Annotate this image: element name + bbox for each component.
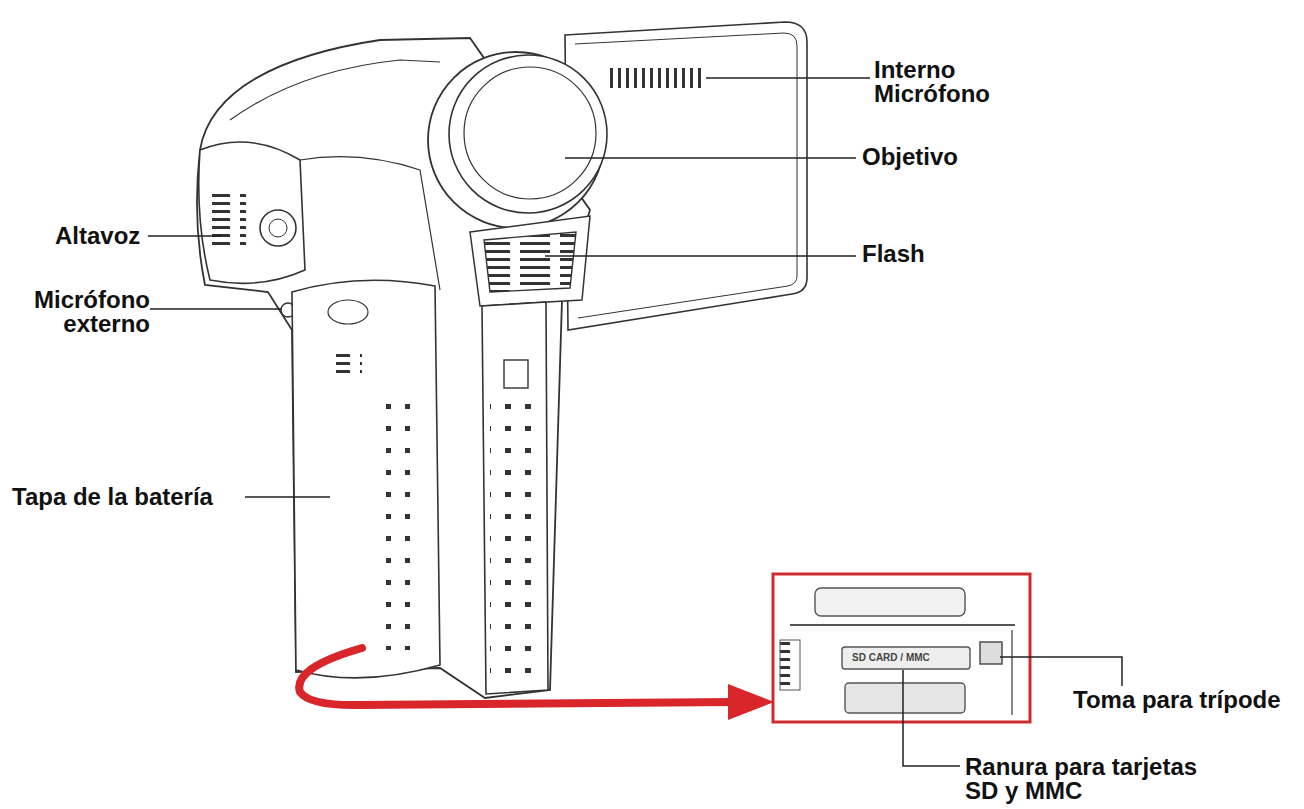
- inset-edge: [790, 624, 1015, 626]
- battery-cover: [292, 280, 440, 678]
- body-contour: [300, 157, 440, 290]
- front-strip: [482, 302, 548, 694]
- inset-connector: [780, 640, 800, 690]
- leader-line: [148, 235, 222, 237]
- part-label: Altavoz: [55, 224, 140, 248]
- leader-line: [903, 670, 960, 766]
- part-label: Ranura para tarjetas SD y MMC: [965, 755, 1215, 803]
- inset-edge: [1011, 630, 1012, 715]
- part-label: Micrófono externo: [0, 288, 150, 336]
- lcd-edge: [575, 33, 797, 318]
- strip-dots: [490, 404, 538, 684]
- strip-button: [504, 360, 528, 388]
- part-label: Toma para trípode: [1073, 688, 1281, 712]
- leader-line: [1000, 657, 1122, 686]
- leader-line: [150, 308, 282, 310]
- body-contour: [230, 60, 440, 120]
- lens-glass: [464, 67, 596, 199]
- inset-frame: [773, 574, 1030, 722]
- red-arrow: [299, 648, 735, 705]
- part-label: Interno Micrófono: [874, 58, 1024, 106]
- speaker-center: [269, 219, 287, 237]
- inset-bottom: [845, 683, 965, 713]
- red-arrowhead: [728, 684, 774, 720]
- cover-grille: [336, 352, 362, 376]
- part-label: Objetivo: [862, 145, 958, 169]
- leader-line: [565, 157, 856, 159]
- part-label: SD CARD / MMC: [852, 652, 930, 664]
- cover-latch: [328, 300, 368, 324]
- inset-slot: [842, 647, 970, 669]
- flash-window: [484, 232, 576, 292]
- lcd-panel: [565, 22, 807, 330]
- leader-line: [706, 77, 870, 79]
- speaker-panel: [199, 142, 305, 283]
- speaker-slots: [212, 190, 246, 250]
- mic-grille: [608, 68, 706, 88]
- part-label: Tapa de la batería: [12, 485, 213, 509]
- lens-ring: [449, 55, 607, 213]
- flash-mount: [470, 216, 590, 306]
- tripod-socket: [980, 642, 1002, 664]
- inset-top: [815, 588, 965, 616]
- part-label: Flash: [862, 242, 925, 266]
- speaker: [260, 210, 296, 246]
- leader-line: [545, 255, 856, 257]
- leader-line: [245, 496, 330, 498]
- cover-dots: [386, 404, 410, 650]
